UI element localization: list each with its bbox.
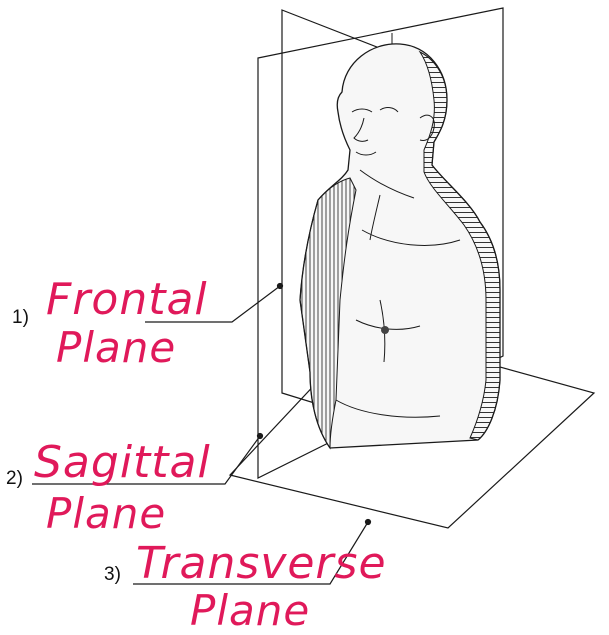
leader-dot-3: [366, 520, 371, 525]
label-1-number: 1): [12, 307, 29, 328]
label-2-number: 2): [6, 468, 23, 489]
nipple-mark: [381, 326, 389, 334]
leader-dot-1: [278, 284, 283, 289]
label-2-text-line2: Plane: [46, 489, 166, 538]
label-3-text-line1: Transverse: [136, 538, 387, 589]
label-2-text-line1: Sagittal: [34, 437, 211, 488]
label-3-text-line2: Plane: [190, 586, 310, 635]
label-1-text-line2: Plane: [56, 323, 176, 372]
leader-dot-2: [258, 434, 263, 439]
label-3-number: 3): [104, 564, 121, 585]
label-1-text-line1: Frontal: [46, 274, 208, 325]
